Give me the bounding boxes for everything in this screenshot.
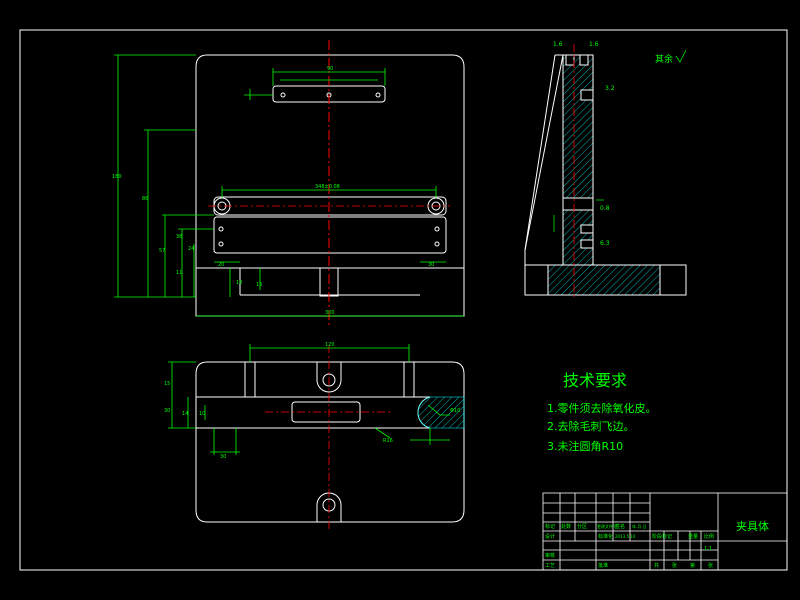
top-view [195,361,465,523]
dim-radius-note: R16 [383,438,393,444]
tb-review: 审核 [545,552,555,559]
front-dimensions [114,54,464,317]
roughness-other-note: 其余 [655,53,673,65]
top-dimensions [168,344,450,455]
dim-overall-width: 300 [325,310,335,316]
tech-req-item-3: 3.未注圆角R10 [547,439,623,453]
dim-phi: Φ10 [450,408,460,414]
top-dim-labels: 120 15 14 30 10 30 R16 Φ10 [164,342,460,460]
drawing-border [19,29,788,571]
dim-left-w: 20 [218,262,224,268]
tb-standard: 标准化 [598,533,613,540]
dim-top-120: 120 [325,342,335,348]
roughness-4: 0.8 [600,205,610,212]
tb-scale-label: 比例 [704,533,714,540]
dim-h1: 57 [159,248,165,254]
front-dim-labels: 90 348±0.08 300 180 86 57 38 24 11 18 20… [112,66,434,316]
roughness-5: 6.3 [600,240,610,247]
dim-left-a: 15 [164,381,170,387]
dim-h2: 38 [176,234,182,240]
dim-left-b: 14 [182,411,188,417]
tb-sheet-total: 共 [654,562,659,569]
dim-slot-w: 18 [236,280,242,286]
dim-bottom-small: 30 [220,454,226,460]
title-block-text: 标记 处数 分区 更改文件号 签名 年.月.日 设计 标准化 2013.5.10… [545,519,769,569]
tb-sheet-no: 第 [690,562,695,569]
tb-sheet-unit-2: 张 [708,562,713,569]
tb-mark: 标记 [545,523,555,530]
roughness-2: 1.6 [589,41,599,48]
tech-req-title: 技术要求 [563,371,627,390]
tb-zone: 分区 [577,523,587,530]
tb-stage-label: 阶段标记 [652,533,672,540]
tb-design: 设计 [545,533,555,540]
part-name: 夹具体 [736,519,769,533]
tb-signature: 签名 [615,523,625,530]
tb-change-doc: 更改文件号 [597,523,617,529]
technical-requirements: 技术要求 1.零件须去除氧化皮。 2.去除毛刺飞边。 3.未注圆角R10 [547,371,657,453]
dim-height-total: 180 [112,174,122,180]
tb-date-label: 年.月.日 [632,523,647,529]
dim-right-w: 30 [428,262,434,268]
tech-req-item-1: 1.零件须去除氧化皮。 [547,401,657,415]
title-block [542,492,788,571]
tb-sheet-unit-1: 张 [672,562,677,569]
dim-h3: 24 [188,246,194,252]
side-view [524,54,687,296]
dim-left-small: 16 [256,282,262,288]
side-roughness-labels: 其余 1.6 1.6 3.2 0.8 6.3 [553,41,673,247]
tb-count: 处数 [561,523,571,530]
dim-mid-width: 348±0.08 [315,184,340,190]
dim-height-mid: 86 [142,196,148,202]
tb-date-value: 2013.5.10 [615,534,636,539]
roughness-3: 3.2 [605,85,615,92]
dim-top-width: 90 [327,66,333,72]
tb-weight-label: 重量 [688,533,698,540]
tb-scale-value: 1:1 [704,546,712,552]
dim-left-c: 30 [164,408,170,414]
dim-left-d: 10 [199,411,205,417]
roughness-1: 1.6 [553,41,563,48]
tech-req-item-2: 2.去除毛刺飞边。 [547,419,635,433]
tb-process: 工艺 [545,563,555,569]
dim-h4: 11 [176,270,182,276]
tb-approve: 批准 [598,562,608,569]
